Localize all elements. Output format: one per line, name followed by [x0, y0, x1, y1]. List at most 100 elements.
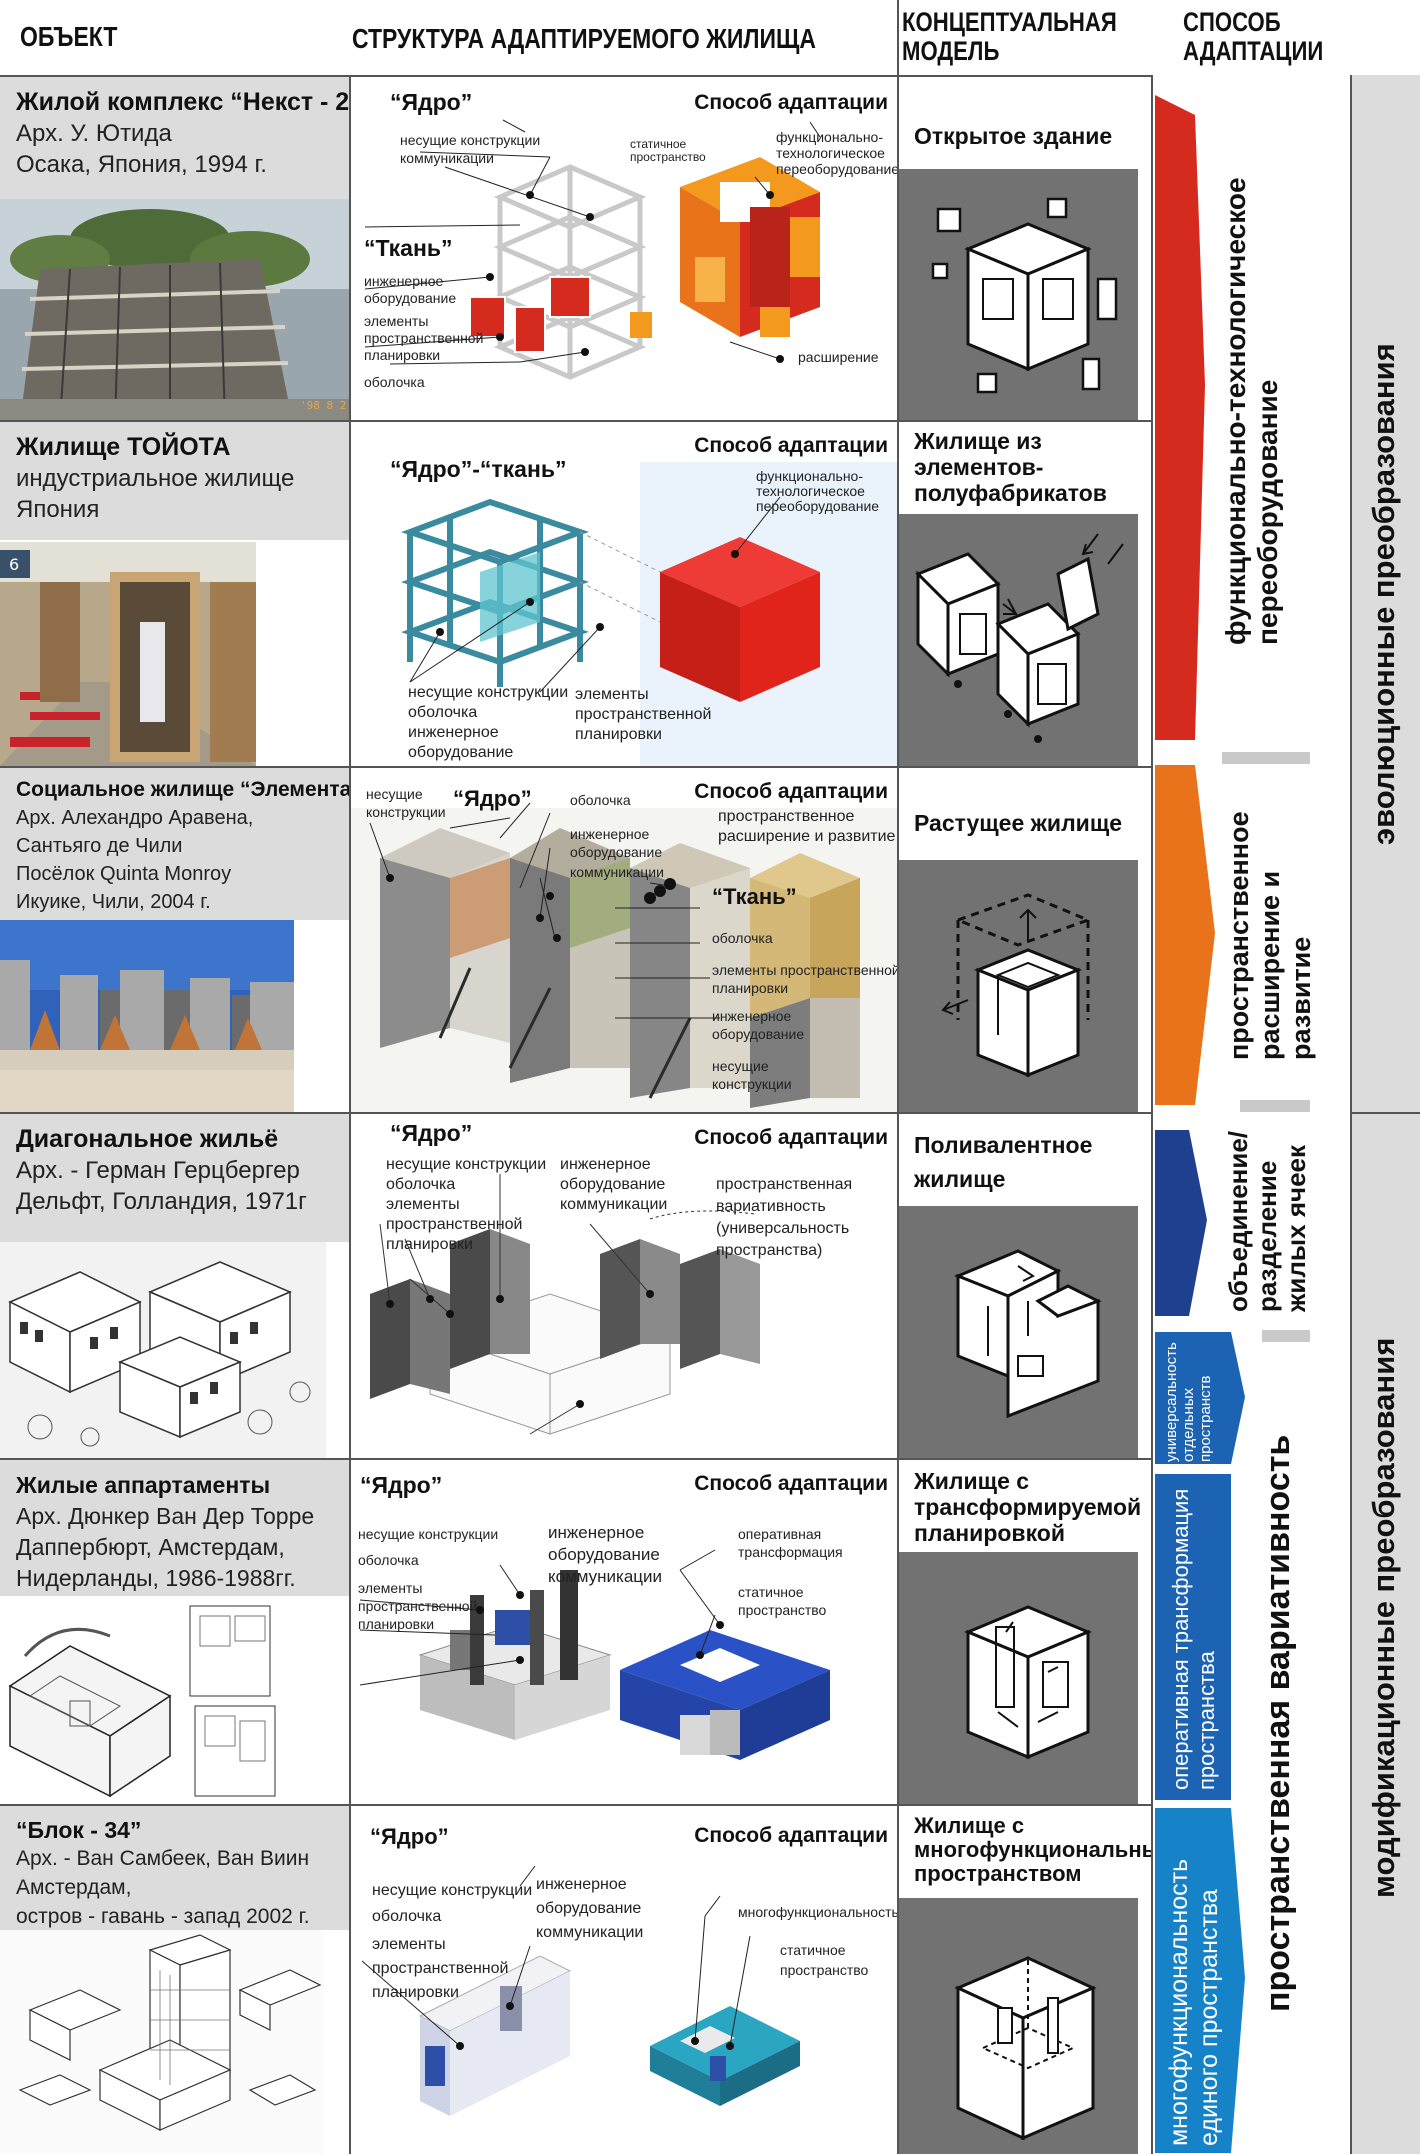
separator-3 [1262, 1330, 1310, 1342]
structure-illustration [364, 119, 821, 380]
object-title: Диагональное жильё [16, 1125, 279, 1153]
band-blue1 [1155, 1332, 1245, 1464]
tissue-label: “Ткань” [712, 884, 797, 909]
concept-line1: Жилище из [914, 428, 1042, 454]
ann-communications-top: коммуникации [570, 864, 664, 880]
ann-func1: функционально- [756, 468, 864, 484]
band-blue2-text: оперативная трансформация пространства [1168, 1489, 1220, 1790]
evolution-label: эволюционные преобразования [1366, 343, 1401, 845]
core-label: “Ядро” [453, 786, 532, 811]
band-orange-text: пространственное расширение и развитие [1224, 811, 1317, 1060]
band-red-line2: переоборудование [1252, 379, 1283, 645]
band-blue2-line1: оперативная трансформация [1168, 1488, 1193, 1790]
object-location: Дельфт, Голландия, 1971г [16, 1188, 307, 1215]
concept-line2: элементов- [914, 454, 1044, 480]
object-text: Диагональное жильё Арх. - Герман Герцбер… [0, 1114, 350, 1242]
object-architect: Арх. - Ван Самбеек, Ван Виин [16, 1847, 310, 1870]
object-photo [0, 920, 294, 1112]
core-label: “Ядро” [370, 1824, 449, 1849]
method-title: Способ адаптации [694, 434, 888, 457]
core-label: “Ядро”-“ткань” [390, 456, 567, 482]
ann-space: пространство [738, 1602, 827, 1618]
ann-engineering: инженерное [536, 1876, 627, 1893]
variability-label: пространственная вариативность [1259, 1434, 1297, 2012]
grid-row4-bottom [0, 1458, 1153, 1460]
structure-illustration [370, 1174, 760, 1435]
modification-label: модификационные преобразования [1366, 1337, 1401, 1898]
concept-sketch [898, 860, 1138, 1112]
band-orange-line1: пространственное [1224, 811, 1254, 1060]
structure-cell: “Ядро” несущие конструкции оболочка инже… [350, 768, 898, 1112]
object-architect: Арх. У. Ютида [16, 120, 172, 147]
ann-load-bearing2: конструкции [366, 804, 446, 820]
ann-engineering: инженерное [560, 1156, 651, 1173]
ann-shell: оболочка [372, 1908, 442, 1925]
row-diagonal: Диагональное жильё Арх. - Герман Герцбер… [0, 1114, 1153, 1458]
object-photo [0, 1242, 326, 1458]
band-orange-line2: расширение и [1255, 870, 1285, 1060]
ann-space: пространство [630, 150, 706, 164]
structure-illustration [401, 462, 898, 766]
object-location: Осака, Япония, 1994 г. [16, 151, 267, 178]
object-photo [0, 1930, 324, 2154]
object-location: остров - гавань - запад 2002 г. [16, 1905, 310, 1928]
object-cell: Жилой комплекс “Некст - 21” Арх. У. Ютид… [0, 77, 376, 421]
object-title: Жилые аппартаменты [16, 1472, 271, 1498]
band-red-arrow [1155, 95, 1205, 740]
ann-planning: планировки [575, 726, 662, 743]
band-orange-line3: развитие [1286, 936, 1316, 1060]
object-location: Икуике, Чили, 2004 г. [16, 891, 211, 913]
structure-illustration [350, 802, 898, 1112]
object-architect: Арх. Алехандро Аравена, [16, 807, 254, 829]
ann-load-bearing: несущие конструкции [386, 1156, 547, 1173]
object-title: “Блок - 34” [16, 1817, 142, 1843]
ann-engineering: инженерное [408, 724, 499, 741]
svg-text:6: 6 [9, 555, 19, 574]
concept-line2: трансформируемой [914, 1494, 1142, 1520]
ann-equipment: оборудование [712, 1026, 805, 1042]
structure-cell: “Ядро” Способ адаптации несущие конструк… [350, 1460, 898, 1804]
grid-col-structure [897, 0, 899, 2154]
concept-line1: Жилище с [914, 1468, 1030, 1494]
object-cell: Диагональное жильё Арх. - Герман Герцбер… [0, 1114, 350, 1458]
header-object: ОБЪЕКТ [20, 21, 118, 52]
header-method: СПОСОБ АДАПТАЦИИ [1183, 8, 1323, 84]
object-cell: Социальное жилище “Элементал” Арх. Алеха… [0, 768, 376, 1112]
ann-space: пространство [780, 1962, 869, 1978]
ann-planning: планировки [372, 1984, 459, 2001]
object-text: Жилище ТОЙОТА индустриальное жилище Япон… [0, 422, 350, 540]
ann-transformation: трансформация [738, 1544, 843, 1560]
band-navy-line1: объединение/ [1223, 1130, 1253, 1312]
header-method-line1: СПОСОБ [1183, 7, 1281, 37]
object-title: Социальное жилище “Элементал” [16, 778, 376, 801]
method-desc-line1: пространственное [718, 808, 855, 825]
ann-engineering: инженерное [712, 1008, 792, 1024]
ann-communications: коммуникации [400, 150, 494, 166]
concept-title: Жилище с трансформируемой планировкой [898, 1460, 1142, 1546]
ann-static: статичное [738, 1584, 804, 1600]
ann-equipment: оборудование [408, 744, 514, 761]
concept-cell: Растущее жилище [898, 768, 1138, 1112]
ann-communications: коммуникации [548, 1567, 663, 1586]
ann-operative: оперативная [738, 1526, 822, 1542]
ann-func2: технологическое [756, 483, 865, 499]
structure-cell: “Ядро”-“ткань” Способ адаптации функцион… [350, 422, 898, 766]
concept-line2: жилище [914, 1166, 1006, 1192]
row-elemental: Социальное жилище “Элементал” Арх. Алеха… [0, 768, 1153, 1112]
grid-col-model [1151, 75, 1153, 2154]
row-block34: “Блок - 34” Арх. - Ван Самбеек, Ван Виин… [0, 1806, 1153, 2154]
object-settlement: Посёлок Quinta Monroy [16, 863, 232, 885]
ann-load-bearing: несущие конструкции [372, 1882, 533, 1899]
concept-line1: Поливалентное [914, 1132, 1093, 1158]
row-apartments: Жилые аппартаменты Арх. Дюнкер Ван Дер Т… [0, 1460, 1153, 1804]
concept-sketch [898, 169, 1138, 421]
method-title: Способ адаптации [694, 91, 888, 114]
core-label: “Ядро” [390, 1120, 473, 1146]
ann-shell-top: оболочка [570, 792, 631, 808]
method-desc-line2: расширение и развитие [718, 828, 896, 845]
structure-cell: “Ядро” несущие конструкции оболочка элем… [350, 1114, 898, 1458]
ann-planning: планировки [364, 347, 441, 363]
concept-sketch [898, 1552, 1138, 1804]
band-blue3-line2: единого пространства [1195, 1889, 1223, 2146]
ann-elements: элементы [372, 1936, 446, 1953]
